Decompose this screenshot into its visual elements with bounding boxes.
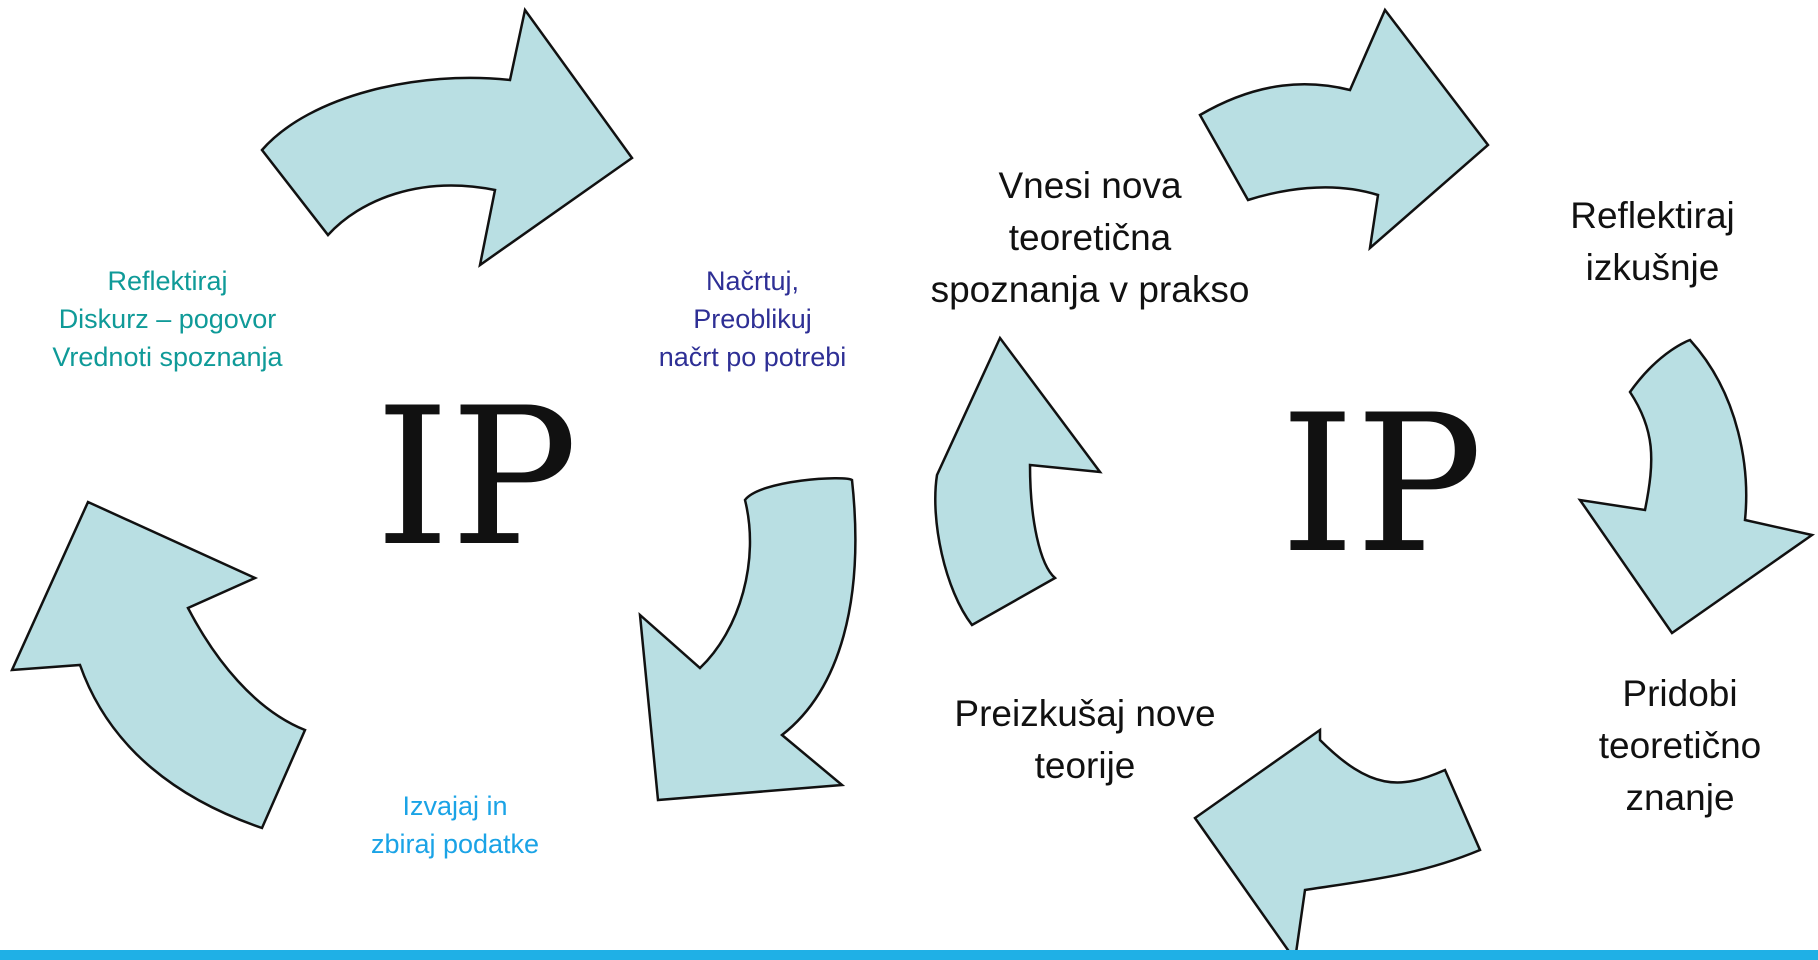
right-acquire-line-1: Pridobi xyxy=(1622,673,1738,714)
left-collect-line-1: Izvajaj in xyxy=(402,791,508,821)
right-reflect-line-2: izkušnje xyxy=(1585,247,1720,288)
right-apply-line-2: teoretična xyxy=(1008,217,1172,258)
left-reflect-line-2: Diskurz – pogovor xyxy=(58,304,277,334)
left-ip-logo: IP xyxy=(375,367,578,588)
right-apply-label: Vnesi nova teoretična spoznanja v prakso xyxy=(895,160,1285,316)
right-test-line-1: Preizkušaj nove xyxy=(954,693,1216,734)
bottom-accent-bar xyxy=(0,950,1818,960)
right-apply-line-3: spoznanja v prakso xyxy=(930,269,1250,310)
right-reflect-label: Reflektiraj izkušnje xyxy=(1535,190,1770,294)
right-cycle-arrow-up-mid xyxy=(934,335,1103,627)
right-ip-logo: IP xyxy=(1280,374,1483,595)
right-test-line-2: teorije xyxy=(1034,745,1136,786)
left-cycle-arrow-top xyxy=(260,6,634,268)
right-test-label: Preizkušaj nove teorije xyxy=(915,688,1255,792)
right-apply-line-1: Vnesi nova xyxy=(998,165,1182,206)
right-acquire-line-2: teoretično xyxy=(1598,725,1762,766)
left-plan-line-2: Preoblikuj xyxy=(693,304,812,334)
left-reflect-label: Reflektiraj Diskurz – pogovor Vrednoti s… xyxy=(15,262,320,376)
left-plan-label: Načrtuj, Preoblikuj načrt po potrebi xyxy=(615,262,890,376)
left-reflect-line-1: Reflektiraj xyxy=(107,266,228,296)
right-acquire-line-3: znanje xyxy=(1625,777,1735,818)
left-reflect-line-3: Vrednoti spoznanja xyxy=(52,342,283,372)
right-reflect-line-1: Reflektiraj xyxy=(1570,195,1735,236)
right-cycle-arrow-bottom xyxy=(1193,727,1482,960)
left-collect-label: Izvajaj in zbiraj podatke xyxy=(330,787,580,863)
left-cycle-arrow-up xyxy=(9,500,307,830)
left-plan-line-1: Načrtuj, xyxy=(705,266,800,296)
left-plan-line-3: načrt po potrebi xyxy=(658,342,847,372)
right-cycle-arrow-top xyxy=(1198,7,1490,252)
left-cycle-arrow-down xyxy=(638,476,857,802)
right-acquire-label: Pridobi teoretično znanje xyxy=(1560,668,1800,824)
right-cycle-arrow-down xyxy=(1577,338,1816,635)
left-collect-line-2: zbiraj podatke xyxy=(370,829,540,859)
